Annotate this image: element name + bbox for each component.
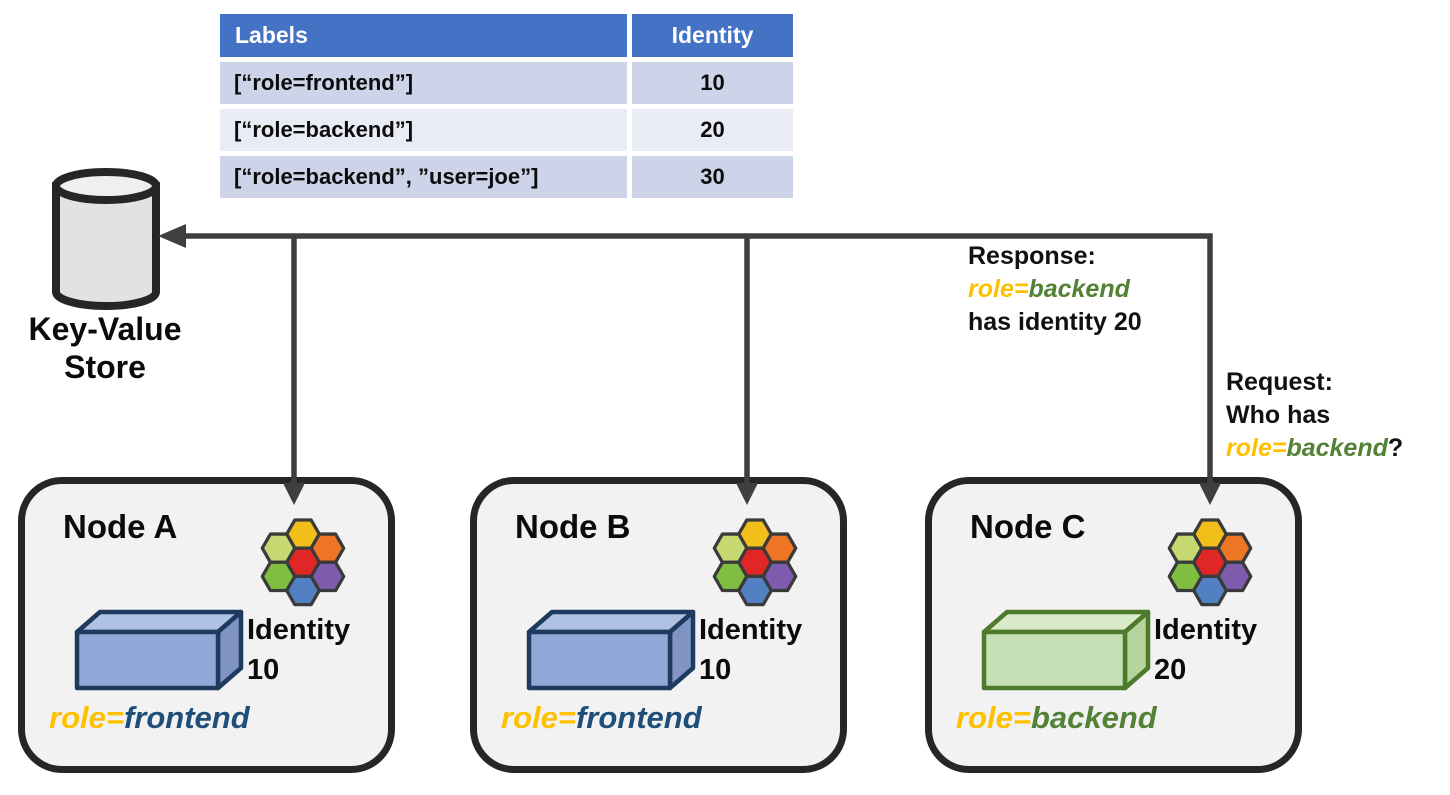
kv-store-label: Key-Value Store	[5, 310, 205, 386]
labels-identity-table: Labels Identity [“role=frontend”] 10 [“r…	[220, 14, 793, 198]
table-row-labels: [“role=backend”]	[220, 109, 627, 151]
cilium-hexagon-cluster-icon	[260, 518, 346, 607]
table-header-labels: Labels	[220, 14, 627, 57]
role-key-text: role=	[501, 700, 576, 735]
identity-label: Identity	[247, 614, 351, 646]
node-title: Node C	[970, 508, 1086, 545]
identity-block: Identity 20	[1154, 610, 1257, 690]
table-row-labels: [“role=frontend”]	[220, 62, 627, 104]
table-row-labels: [“role=backend”, ”user=joe”]	[220, 156, 627, 198]
request-title: Request:	[1226, 368, 1333, 396]
3d-box-icon	[981, 609, 1151, 691]
response-title: Response:	[968, 242, 1096, 270]
response-annotation: Response: role=backend has identity 20	[968, 240, 1142, 339]
role-label: role=backend	[956, 700, 1157, 736]
cilium-hexagon-cluster-icon	[1167, 518, 1253, 607]
table-row-identity: 20	[632, 109, 793, 151]
role-value-text: backend	[1286, 434, 1388, 462]
identity-label: Identity	[1154, 614, 1258, 646]
node-a: Node A Identity 10 role=frontend	[18, 477, 395, 773]
role-value-text: frontend	[123, 700, 250, 735]
role-key-text: role=	[956, 700, 1031, 735]
identity-label: Identity	[699, 614, 803, 646]
database-cylinder-icon	[52, 168, 160, 310]
role-key-text: role=	[49, 700, 124, 735]
role-label: role=frontend	[49, 700, 250, 736]
node-b: Node B Identity 10 role=frontend	[470, 477, 847, 773]
table-header-identity: Identity	[632, 14, 793, 57]
request-role: role=backend?	[1226, 432, 1403, 465]
identity-block: Identity 10	[699, 610, 802, 690]
role-key-text: role=	[1226, 434, 1287, 462]
role-value-text: backend	[1028, 275, 1130, 303]
response-role: role=backend	[968, 273, 1142, 306]
node-title: Node A	[63, 508, 178, 545]
cilium-hexagon-cluster-icon	[712, 518, 798, 607]
table-row-identity: 30	[632, 156, 793, 198]
3d-box-icon	[74, 609, 244, 691]
question-mark: ?	[1387, 434, 1404, 462]
role-label: role=frontend	[501, 700, 702, 736]
node-title: Node B	[515, 508, 631, 545]
identity-block: Identity 10	[247, 610, 350, 690]
role-key-text: role=	[968, 275, 1029, 303]
request-line2: Who has	[1226, 401, 1331, 429]
response-detail: has identity 20	[968, 308, 1142, 336]
role-value-text: backend	[1030, 700, 1157, 735]
table-row-identity: 10	[632, 62, 793, 104]
request-annotation: Request: Who has role=backend?	[1226, 366, 1403, 465]
kv-store-label-line1: Key-Value	[28, 311, 182, 347]
identity-value: 20	[1154, 654, 1187, 686]
kv-store-label-line2: Store	[64, 349, 146, 385]
node-c: Node C Identity 20 role=backend	[925, 477, 1302, 773]
role-value-text: frontend	[575, 700, 702, 735]
3d-box-icon	[526, 609, 696, 691]
identity-value: 10	[247, 654, 280, 686]
identity-value: 10	[699, 654, 732, 686]
